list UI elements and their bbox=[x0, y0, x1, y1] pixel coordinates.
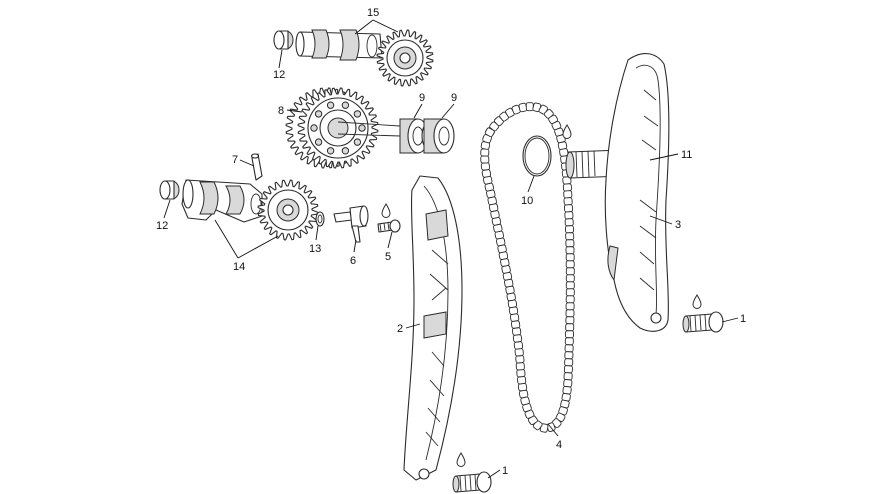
idler-shaft bbox=[337, 121, 401, 137]
gear-hole bbox=[314, 110, 323, 118]
chain-link bbox=[516, 369, 526, 378]
chain-link bbox=[565, 288, 575, 297]
callout-6: 6 bbox=[350, 255, 356, 267]
chain-link bbox=[515, 362, 525, 371]
chain-link bbox=[565, 267, 575, 276]
chain-link bbox=[565, 281, 575, 290]
callout-9-left: 9 bbox=[419, 92, 425, 104]
gear-hole bbox=[326, 147, 335, 155]
gear-hole bbox=[358, 124, 366, 132]
chain-link bbox=[564, 225, 575, 234]
leader-lines bbox=[163, 19, 739, 479]
chain-link bbox=[564, 337, 574, 346]
o-ring bbox=[522, 135, 552, 177]
oil-drop-icon bbox=[562, 124, 572, 139]
circlip bbox=[315, 211, 325, 227]
callout-15: 15 bbox=[367, 7, 379, 19]
chain-link bbox=[563, 204, 574, 213]
gear-hole bbox=[326, 101, 335, 109]
gear-upper-camshaft bbox=[376, 29, 434, 87]
chain-link bbox=[565, 302, 575, 311]
chain-link bbox=[565, 274, 575, 283]
chain-link bbox=[565, 239, 575, 248]
chain-link bbox=[563, 372, 573, 381]
pin bbox=[250, 153, 263, 181]
gear-hole bbox=[341, 101, 350, 109]
chain-link bbox=[484, 127, 495, 138]
idler-gear bbox=[285, 87, 379, 169]
chain-link bbox=[565, 295, 575, 304]
gear-lower-camshaft bbox=[257, 179, 319, 241]
cap-lower bbox=[159, 180, 180, 200]
callout-13: 13 bbox=[309, 243, 321, 255]
camshaft-lower bbox=[181, 179, 263, 223]
chain-link bbox=[513, 341, 524, 350]
chain-link bbox=[480, 148, 490, 157]
callout-14: 14 bbox=[233, 261, 245, 273]
chain-link bbox=[480, 155, 490, 164]
camshaft-upper bbox=[295, 29, 383, 61]
chain-link bbox=[515, 355, 525, 364]
gear-hole bbox=[353, 110, 362, 118]
callout-12-upper: 12 bbox=[273, 69, 285, 81]
oil-drop-icon bbox=[456, 452, 466, 467]
callout-8: 8 bbox=[278, 105, 284, 117]
chain-link bbox=[564, 351, 574, 360]
screw-right bbox=[682, 311, 724, 333]
oil-drop-icon bbox=[692, 294, 702, 309]
chain-link bbox=[564, 218, 574, 227]
callout-1-right: 1 bbox=[740, 313, 746, 325]
chain-link bbox=[564, 358, 574, 367]
chain-link bbox=[562, 183, 572, 192]
gear-hole bbox=[341, 147, 350, 155]
screw-small bbox=[377, 219, 401, 233]
chain-link bbox=[564, 211, 574, 220]
cap-upper bbox=[273, 30, 294, 50]
chain-link bbox=[565, 316, 575, 325]
gear-hole bbox=[310, 124, 318, 132]
gear-hole bbox=[353, 138, 362, 146]
chain-link bbox=[563, 197, 573, 206]
callout-1-bottom: 1 bbox=[502, 465, 508, 477]
tensioner-rod bbox=[333, 205, 369, 243]
screw-bottom bbox=[452, 471, 492, 493]
chain-link bbox=[525, 102, 534, 112]
needle-bearing-2 bbox=[421, 118, 455, 154]
callout-12-lower: 12 bbox=[156, 220, 168, 232]
callout-2: 2 bbox=[397, 323, 403, 335]
chain-link bbox=[516, 376, 527, 385]
callout-4: 4 bbox=[556, 439, 562, 451]
tensioner-guide bbox=[604, 53, 670, 332]
chain-link bbox=[565, 253, 575, 262]
chain-link bbox=[565, 260, 575, 269]
callout-10: 10 bbox=[521, 195, 533, 207]
callout-7: 7 bbox=[232, 154, 238, 166]
gear-hole bbox=[314, 138, 323, 146]
chain-link bbox=[563, 365, 573, 374]
chain-link bbox=[565, 232, 575, 241]
chain-link bbox=[565, 323, 575, 332]
chain-guide bbox=[403, 175, 463, 481]
chain-link bbox=[563, 379, 573, 388]
callout-3: 3 bbox=[675, 219, 681, 231]
chain-link bbox=[565, 330, 574, 339]
chain-link bbox=[480, 162, 491, 171]
chain-link bbox=[565, 309, 575, 318]
oil-drop-icon bbox=[381, 203, 391, 218]
chain-link bbox=[563, 190, 573, 199]
callout-11: 11 bbox=[681, 149, 692, 161]
callout-5: 5 bbox=[385, 251, 391, 263]
chain-link bbox=[564, 344, 574, 353]
callout-9-right: 9 bbox=[451, 92, 457, 104]
chain-link bbox=[565, 246, 575, 255]
